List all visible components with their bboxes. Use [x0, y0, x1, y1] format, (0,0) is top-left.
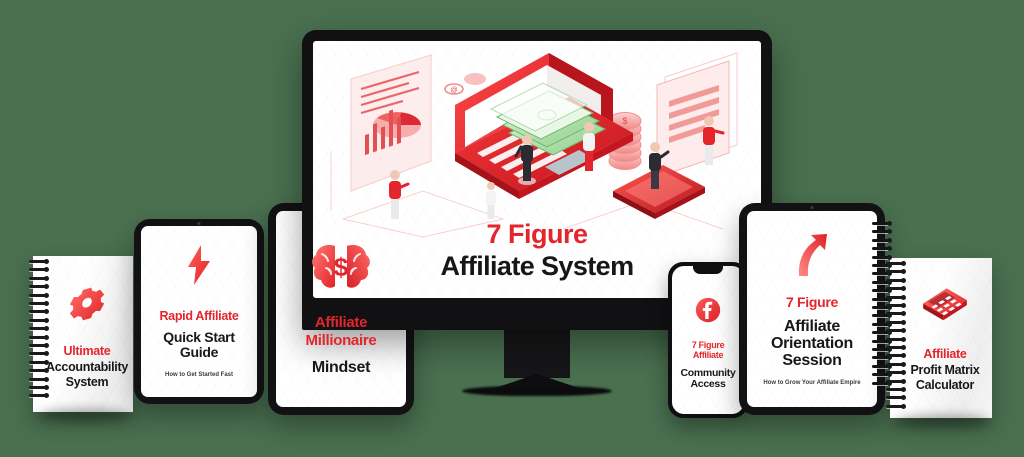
book-cover-surface: Ultimate Accountability System	[33, 256, 133, 412]
facebook-f-circle-icon	[695, 297, 721, 328]
tablet-screen: Rapid Affiliate Quick Start Guide How to…	[141, 226, 257, 397]
book-affiliate-profit-matrix-calculator[interactable]: Affiliate Profit Matrix Calculator	[886, 258, 992, 427]
phone-title-line3: Community	[680, 366, 736, 379]
curved-up-arrow-icon	[794, 232, 830, 283]
phone-title-line1: 7 Figure	[691, 340, 725, 351]
book-ultimate-accountability-system[interactable]: Ultimate Accountability System	[29, 256, 133, 421]
tablet-rapid-affiliate-quick-start-guide[interactable]: Rapid Affiliate Quick Start Guide How to…	[134, 219, 264, 404]
lightning-bolt-icon	[186, 245, 212, 290]
book-drop-shadow	[39, 409, 131, 421]
phone-notch	[693, 266, 723, 274]
spiral-binding	[872, 218, 892, 400]
monitor-screen: @ $	[313, 41, 761, 298]
svg-text:$: $	[622, 116, 627, 126]
tablet-subtitle: How to Grow Your Affiliate Empire	[763, 380, 861, 387]
tablet-screen: $ Affiliate Millionaire Mindset	[276, 211, 406, 407]
tablet-subtitle: How to Get Started Fast	[164, 371, 233, 378]
monitor-base	[495, 374, 579, 388]
monitor-title-line2: Affiliate System	[440, 251, 635, 281]
book-cover-surface: Affiliate Profit Matrix Calculator	[890, 258, 992, 418]
book-paper	[890, 258, 992, 418]
book-paper	[33, 256, 133, 412]
svg-text:@: @	[450, 87, 457, 94]
book-title-line2: Profit Matrix	[910, 362, 980, 377]
tablet-screen: 7 Figure Affiliate Orientation Session H…	[747, 211, 877, 407]
book-title-line1: Ultimate	[63, 344, 111, 359]
phone-title-line4: Access	[690, 378, 726, 391]
tablet-title-line1: Affiliate	[314, 314, 368, 332]
isometric-affiliate-earnings-illustration: @ $	[330, 52, 738, 238]
book-title-line3: System	[65, 375, 109, 390]
tablet-title-line2: Affiliate	[784, 317, 840, 335]
book-drop-shadow	[896, 415, 990, 427]
calculator-icon	[918, 285, 972, 332]
monitor-7-figure-affiliate-system[interactable]: @ $	[302, 30, 772, 396]
camera-dot-icon	[810, 206, 814, 209]
spiral-binding	[886, 258, 906, 418]
svg-text:$: $	[334, 252, 349, 282]
phone-community-access[interactable]: 7 Figure Affiliate Community Access	[668, 262, 748, 418]
book-title-line1: Affiliate	[923, 347, 967, 362]
monitor-bezel: @ $	[302, 30, 772, 330]
monitor-title: 7 Figure Affiliate System	[313, 219, 761, 282]
tablet-title-line1: Rapid Affiliate	[159, 309, 239, 324]
tablet-title-line3: Orientation	[770, 334, 854, 352]
tablet-title-line4: Session	[782, 352, 842, 370]
gear-icon	[65, 280, 109, 329]
tablet-affiliate-orientation-session[interactable]: 7 Figure Affiliate Orientation Session H…	[739, 203, 885, 415]
book-title-line3: Calculator	[915, 378, 975, 393]
spiral-binding	[29, 256, 49, 412]
tablet-affiliate-millionaire-mindset[interactable]: $ Affiliate Millionaire Mindset	[268, 203, 414, 415]
tablet-title-line2: Quick Start	[163, 328, 235, 345]
monitor-title-line1: 7 Figure	[486, 219, 588, 249]
camera-dot-icon	[197, 222, 201, 225]
tablet-title-line3: Guide	[179, 343, 219, 360]
tablet-title-line1: 7 Figure	[785, 293, 839, 310]
monitor-neck	[504, 326, 570, 378]
tablet-title-line2: Millionaire	[305, 332, 377, 350]
book-title-line2: Accountability	[46, 359, 128, 374]
monitor-base-shadow	[462, 386, 612, 396]
tablet-title-line3: Mindset	[311, 358, 371, 376]
phone-screen: 7 Figure Affiliate Community Access	[672, 266, 744, 414]
phone-title-line2: Affiliate	[692, 350, 724, 361]
brain-dollar-icon: $	[310, 242, 372, 297]
